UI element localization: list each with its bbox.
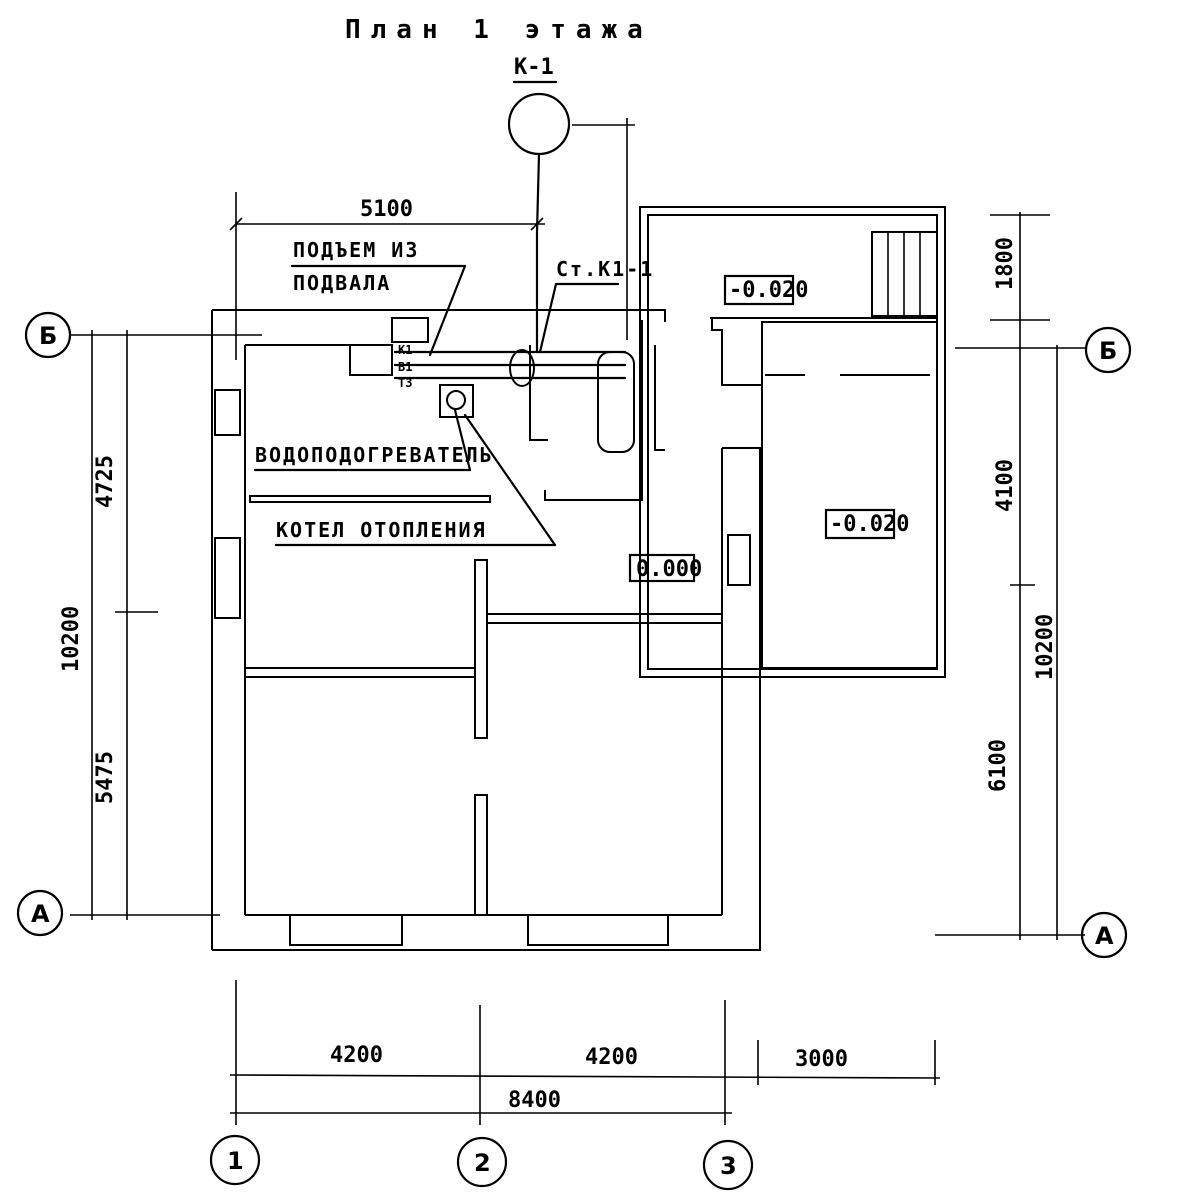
dim-5475: 5475 [93, 751, 118, 804]
partition-left [244, 667, 476, 678]
axis-label-1: 1 [227, 1147, 244, 1175]
lift-shaft [391, 317, 429, 343]
dim-3000: 3000 [795, 1047, 848, 1072]
main-outer-wall-bottom-right [212, 447, 761, 951]
partition-center-upper [474, 559, 488, 739]
partition-heater [249, 495, 491, 503]
dim-6100: 6100 [986, 739, 1011, 792]
axis-bubble-a-right [1080, 911, 1128, 959]
window-left-1 [214, 389, 241, 436]
riser-leader [538, 282, 558, 354]
bathtub [597, 351, 635, 453]
manhole-circle [507, 92, 571, 156]
window-bottom-2 [527, 914, 669, 946]
pipe-k1-label: К1 [398, 343, 412, 357]
dim-right-total: 10200 [1033, 614, 1058, 680]
axis-bubble-3 [702, 1139, 754, 1191]
axis-label-b-left: Б [39, 322, 57, 350]
boiler-leader [463, 413, 557, 547]
axis-bubble-2 [456, 1136, 508, 1188]
axis-bubble-b-right [1084, 326, 1132, 374]
window-left-2 [214, 537, 241, 619]
dim-1800: 1800 [993, 237, 1018, 290]
lift-label-1: ПОДЪЕМ ИЗ [293, 238, 419, 262]
heater-leader [453, 408, 472, 472]
boiler-label: КОТЕЛ ОТОПЛЕНИЯ [276, 518, 487, 542]
dim-4200-b: 4200 [585, 1045, 638, 1070]
window-right [727, 534, 751, 586]
lift-label-2: ПОДВАЛА [293, 271, 391, 295]
axis-label-2: 2 [474, 1149, 491, 1177]
dim-4100: 4100 [993, 459, 1018, 512]
partition-center-lower [474, 794, 488, 916]
pipe-t3-label: Т3 [398, 376, 412, 390]
axis-bubble-a-left [16, 889, 64, 937]
sewer-pipe [535, 152, 541, 234]
dim-8400: 8400 [508, 1088, 561, 1113]
main-outer-wall-top [212, 309, 666, 322]
level-veranda-box [824, 508, 896, 540]
toilet [509, 349, 535, 387]
axis-label-b-right: Б [1099, 337, 1117, 365]
manhole-label: К-1 [514, 55, 554, 80]
axis-label-3: 3 [720, 1152, 737, 1180]
dim-4725: 4725 [93, 455, 118, 508]
annex-outer-wall [639, 206, 946, 678]
dim-left-total: 10200 [59, 606, 84, 672]
pipe-b1-label: В1 [398, 360, 412, 374]
level-main: 0.000 [636, 557, 702, 582]
veranda-inner-wall [761, 321, 938, 669]
partition-right [486, 613, 723, 624]
dim-5100: 5100 [360, 197, 413, 222]
level-veranda: -0.020 [830, 512, 909, 537]
axis-bubble-1 [209, 1134, 261, 1186]
riser-label: Ст.К1-1 [556, 257, 654, 281]
sink [349, 344, 393, 376]
axis-label-a-right: А [1095, 922, 1114, 950]
dim-bottom-chain [229, 1074, 941, 1079]
plan-title: План 1 этажа [345, 15, 653, 45]
axis-bubble-b-left [24, 311, 72, 359]
window-bottom-1 [289, 914, 403, 946]
dim-4200-a: 4200 [330, 1043, 383, 1068]
level-vestibule: -0.020 [729, 278, 808, 303]
level-vestibule-box [723, 274, 795, 306]
axis-label-a-left: А [31, 900, 50, 928]
level-main-box [628, 553, 696, 583]
heater-label: ВОДОПОДОГРЕВАТЕЛЬ [255, 443, 494, 467]
